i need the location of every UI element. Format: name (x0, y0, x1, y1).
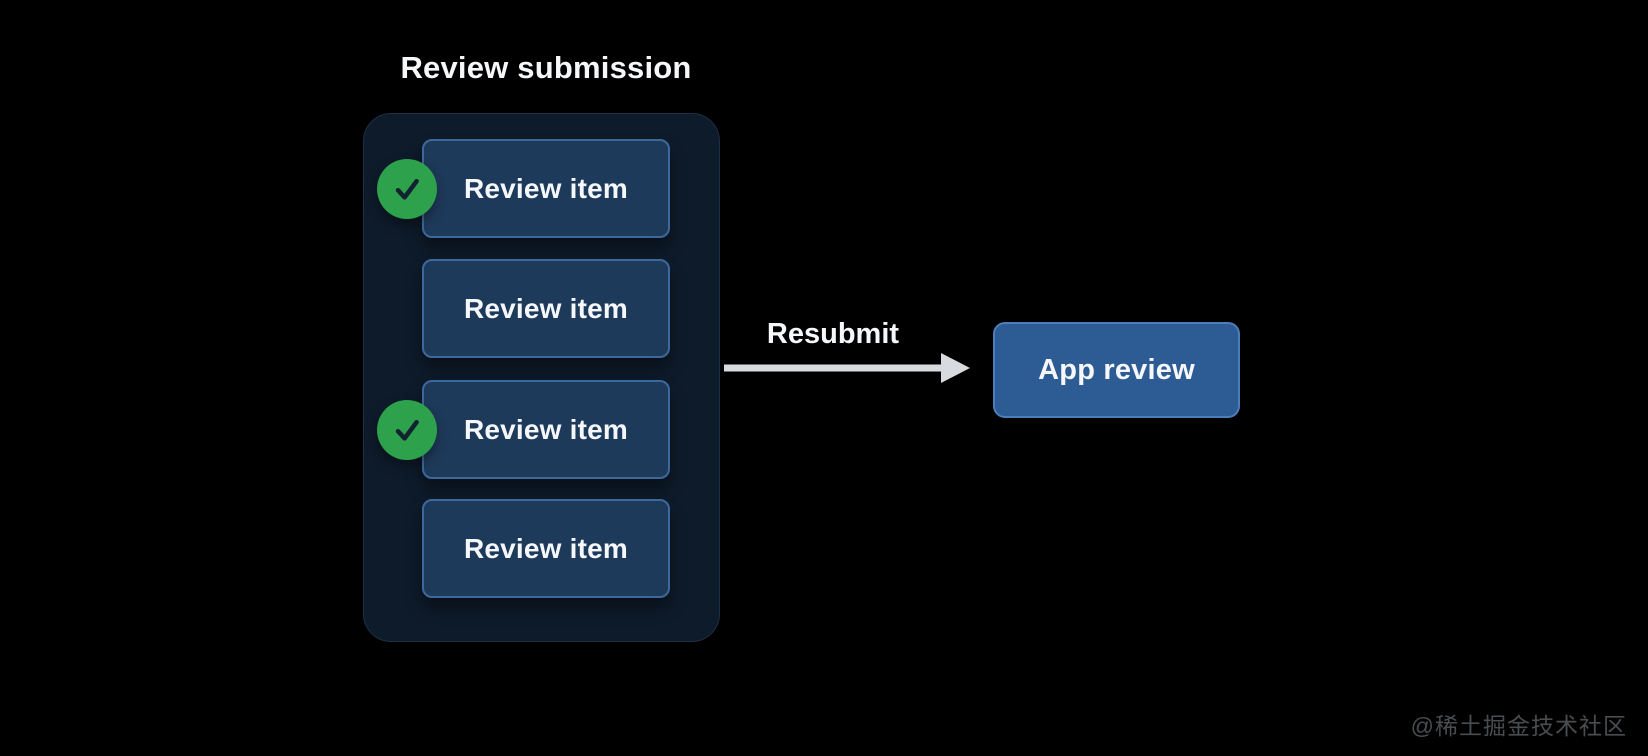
watermark: @稀土掘金技术社区 (1410, 713, 1627, 739)
review-item-2: Review item (422, 259, 670, 358)
app-review-box: App review (993, 322, 1240, 418)
review-item-label: Review item (463, 172, 629, 204)
review-submission-panel: Review item Review item Review item (363, 113, 720, 642)
review-item-label: Review item (463, 413, 629, 445)
check-icon (377, 158, 437, 219)
review-item-4: Review item (422, 499, 670, 598)
arrow-right-icon (724, 353, 970, 383)
diagram-title: Review submission (400, 50, 692, 85)
review-item-1: Review item (377, 139, 670, 238)
review-item-label: Review item (463, 532, 629, 564)
review-item-label: Review item (463, 292, 629, 324)
resubmit-arrow-label: Resubmit (766, 318, 900, 350)
review-item-3: Review item (377, 380, 670, 479)
check-icon (377, 399, 437, 460)
app-review-label: App review (1038, 353, 1195, 386)
